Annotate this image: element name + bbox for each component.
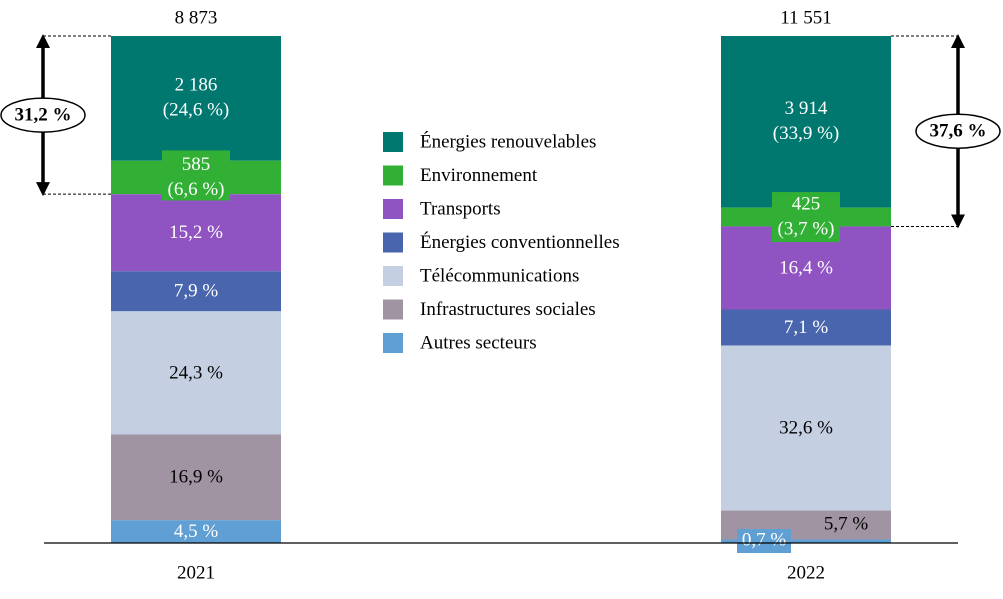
legend-swatch-2 — [383, 199, 403, 219]
data-label-2022-6: 0,7 % — [742, 529, 787, 550]
data-label-2021-4: 24,3 % — [169, 362, 223, 383]
bar-segment-2021-0 — [111, 36, 281, 161]
bar-segment-2022-6 — [721, 539, 891, 543]
data-label-pct-2021-1: (6,6 %) — [168, 179, 225, 200]
bar-segment-2021-3 — [111, 271, 281, 312]
bar-segment-2022-3 — [721, 309, 891, 346]
legend-label-1: Environnement — [420, 165, 538, 186]
data-label-pct-2022-0: (33,9 %) — [773, 123, 839, 144]
legend-label-4: Télécommunications — [420, 265, 579, 286]
annotation-label-2022: 37,6 % — [930, 121, 987, 142]
legend-swatch-3 — [383, 232, 403, 253]
bar-segment-2021-2 — [111, 194, 281, 272]
legend-label-5: Infrastructures sociales — [420, 299, 596, 320]
total-label-2021: 8 873 — [175, 7, 218, 28]
legend-label-2: Transports — [420, 198, 501, 219]
data-label-2021-2: 15,2 % — [169, 222, 223, 243]
label-box-2022-1 — [772, 192, 840, 243]
data-label-2021-6: 4,5 % — [174, 521, 219, 542]
x-tick-label-2021: 2021 — [177, 562, 215, 583]
bar-segment-2022-0 — [721, 36, 891, 208]
bar-segment-2021-4 — [111, 311, 281, 435]
data-label-pct-2022-1: (3,7 %) — [778, 218, 835, 239]
data-label-2021-3: 7,9 % — [174, 281, 219, 302]
bar-segment-2022-4 — [721, 345, 891, 511]
legend-swatch-1 — [383, 165, 403, 186]
legend-swatch-5 — [383, 299, 403, 320]
data-label-2022-3: 7,1 % — [784, 317, 829, 338]
data-label-2021-1: 585 — [182, 154, 211, 175]
total-label-2022: 11 551 — [780, 7, 832, 28]
data-label-2021-5: 16,9 % — [169, 467, 223, 488]
legend-label-0: Énergies renouvelables — [420, 130, 596, 152]
bar-segment-2021-5 — [111, 434, 281, 521]
data-label-2022-4: 32,6 % — [779, 417, 833, 438]
legend-label-6: Autres secteurs — [420, 332, 537, 353]
data-label-2022-5: 5,7 % — [824, 513, 869, 534]
data-label-2022-2: 16,4 % — [779, 257, 833, 278]
label-box-2022-6 — [737, 529, 791, 553]
label-box-2021-1 — [162, 150, 230, 201]
annotation-label-2021: 31,2 % — [15, 104, 72, 125]
annotation-ellipse-2021 — [0, 97, 86, 133]
legend-swatch-6 — [383, 333, 403, 353]
x-tick-label-2022: 2022 — [787, 562, 825, 583]
data-label-2021-0: 2 186 — [175, 75, 218, 96]
bar-segment-2021-6 — [111, 520, 281, 543]
legend-label-3: Énergies conventionnelles — [420, 231, 620, 253]
data-label-pct-2021-0: (24,6 %) — [163, 100, 229, 121]
data-label-2022-1: 425 — [792, 193, 821, 214]
legend-swatch-0 — [383, 132, 403, 152]
annotation-ellipse-2022 — [915, 113, 1001, 149]
legend-swatch-4 — [383, 266, 403, 286]
data-label-2022-0: 3 914 — [785, 98, 828, 119]
